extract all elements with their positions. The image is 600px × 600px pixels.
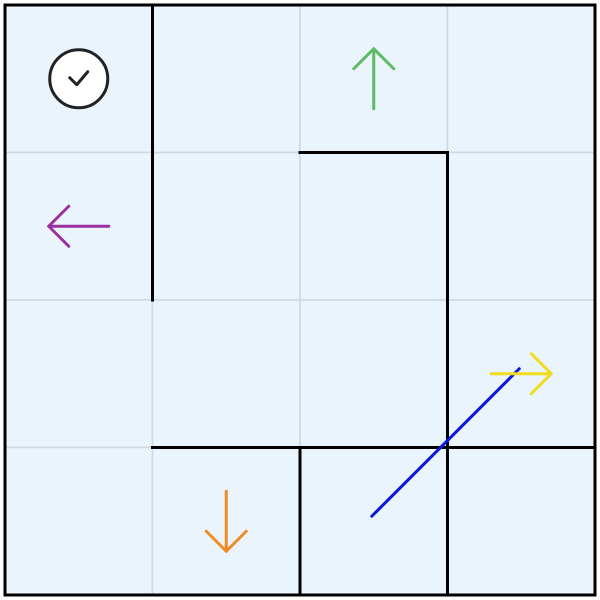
arrow-down-icon[interactable] (204, 489, 248, 553)
check-circle-icon[interactable] (48, 48, 110, 110)
diagonal-line (370, 367, 521, 518)
arrow-up-icon[interactable] (352, 47, 396, 111)
grid-cell[interactable] (4, 299, 154, 449)
diagonal-layer (370, 367, 521, 518)
pieces-layer (47, 47, 553, 553)
grid-cell[interactable] (446, 4, 596, 154)
cells-layer (4, 4, 596, 596)
grid-cell[interactable] (4, 446, 154, 596)
grid-cell[interactable] (299, 151, 449, 301)
arrow-left-icon[interactable] (47, 204, 111, 248)
grid-cell[interactable] (299, 446, 449, 596)
grid-cell[interactable] (446, 151, 596, 301)
grid-cell[interactable] (151, 4, 301, 154)
grid-cell[interactable] (151, 299, 301, 449)
grid-cell[interactable] (151, 151, 301, 301)
walls-layer (3, 3, 597, 597)
grid-cell[interactable] (446, 446, 596, 596)
grid-cell[interactable] (299, 299, 449, 449)
arrow-right-icon[interactable] (489, 352, 553, 396)
